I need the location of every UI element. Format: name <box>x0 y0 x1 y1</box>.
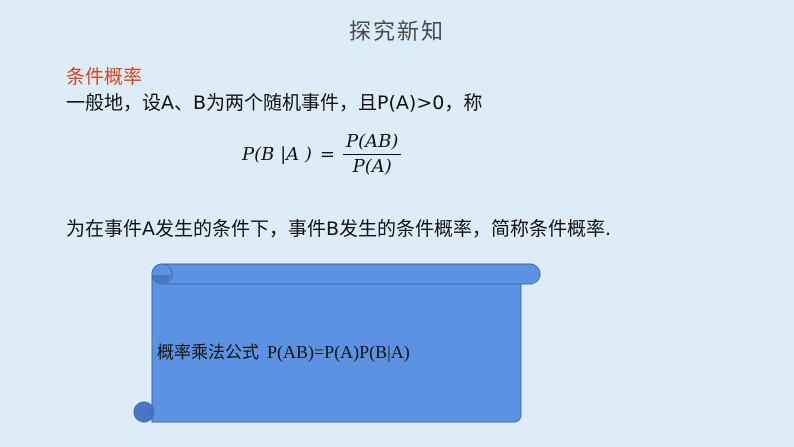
multiplication-rule-label: 概率乘法公式 <box>157 343 259 363</box>
formula-denominator: P(A) <box>352 156 392 177</box>
intro-text: 一般地，设A、B为两个随机事件，且P(A)>0，称 <box>66 92 483 114</box>
multiplication-rule: 概率乘法公式 P(AB)=P(A)P(B|A) <box>157 338 410 363</box>
multiplication-rule-equation: P(AB)=P(A)P(B|A) <box>267 342 410 362</box>
section-heading: 条件概率 <box>66 66 143 88</box>
formula-numerator: P(AB) <box>342 132 402 155</box>
scroll-shape-icon <box>133 263 541 423</box>
formula-lhs: P(B |A ) <box>242 144 312 165</box>
conditional-probability-formula: P(B |A ) = P(AB) P(A) <box>242 132 402 177</box>
formula-fraction: P(AB) P(A) <box>342 132 402 177</box>
definition-text: 为在事件A发生的条件下，事件B发生的条件概率，简称条件概率. <box>66 218 612 240</box>
formula-equals: = <box>319 144 335 165</box>
scroll-banner <box>128 260 544 428</box>
slide-title: 探究新知 <box>348 20 445 45</box>
